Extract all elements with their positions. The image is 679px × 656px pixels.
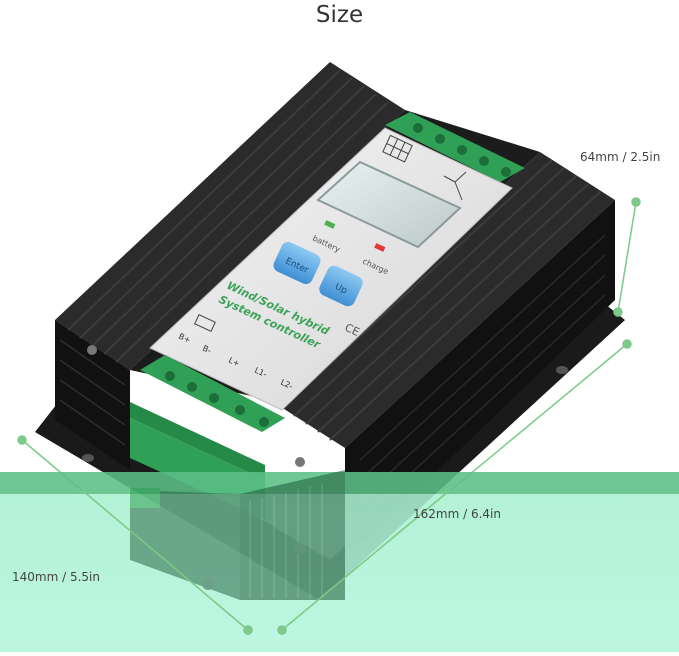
- height-dimension-label: 64mm / 2.5in: [580, 150, 661, 164]
- terminal-b-minus: B-: [201, 344, 212, 356]
- charge-led: [374, 243, 386, 252]
- enter-button[interactable]: Enter: [271, 240, 323, 287]
- solar-panel-icon: [382, 134, 413, 163]
- ce-mark: CE: [343, 321, 362, 339]
- right-heatsink: [270, 152, 615, 560]
- terminal-l-plus: L+: [227, 356, 241, 369]
- lcd-display: [316, 160, 462, 249]
- left-heatsink: [55, 62, 405, 470]
- mounting-plate: [35, 300, 625, 600]
- up-button[interactable]: Up: [317, 263, 365, 308]
- top-terminal-block: [385, 112, 525, 182]
- up-button-label: Up: [333, 282, 349, 296]
- battery-led: [324, 220, 336, 229]
- wind-turbine-icon: [443, 171, 467, 201]
- length-dimension-label: 162mm / 6.4in: [413, 507, 501, 521]
- page-title: Size: [315, 2, 364, 28]
- width-dimension-label: 140mm / 5.5in: [12, 570, 100, 584]
- battery-icon: [194, 314, 216, 332]
- dimension-line-overlay: [81, 489, 451, 635]
- height-dimension-line: [613, 197, 641, 317]
- device-lower-shadow: [130, 470, 345, 600]
